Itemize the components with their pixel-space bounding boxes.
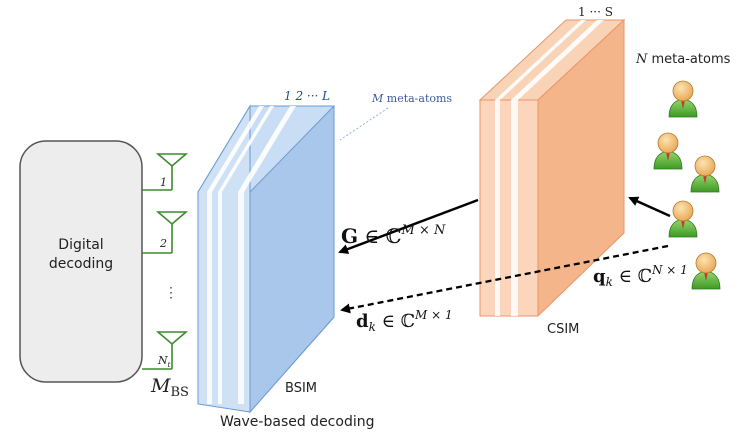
- bsim-caption: Wave-based decoding: [220, 414, 375, 430]
- bsim-layer-slit: [238, 192, 244, 404]
- bsim-right-face: [249, 104, 335, 414]
- bsim-meta-atoms-label: M meta-atoms: [371, 92, 452, 105]
- antenna-dots: ⋮: [164, 285, 178, 301]
- bsim-name-label: BSIM: [285, 381, 317, 396]
- bsim-layer-slit: [207, 106, 264, 192]
- digital-decoding-block: Digital decoding: [19, 140, 143, 383]
- d-channel-arrow: [340, 244, 669, 314]
- antenna-label-1: 1: [160, 176, 167, 189]
- antenna-icon: [142, 153, 189, 191]
- bsim-layer-slit: [238, 106, 296, 192]
- user-icon: [668, 80, 698, 118]
- bsim-layer-index-label: 1 2 ··· L: [284, 89, 330, 103]
- user-icon: [690, 155, 720, 193]
- csim-stack: [478, 18, 626, 318]
- g-channel-label: G ∈ ℂM × N: [341, 223, 446, 248]
- user-icon: [653, 132, 683, 170]
- bsim-layer-slit: [207, 192, 212, 404]
- q-channel-arrow: [628, 196, 671, 218]
- bsim-stack: [197, 104, 335, 414]
- d-channel-label: dk ∈ ℂM × 1: [356, 308, 453, 334]
- csim-name-label: CSIM: [547, 322, 579, 337]
- antenna-icon: [142, 331, 189, 370]
- csim-right-face: [537, 18, 625, 318]
- q-channel-label: qk ∈ ℂN × 1: [593, 263, 688, 289]
- csim-layer-slit: [495, 20, 586, 100]
- bsim-layer-slit: [218, 106, 274, 192]
- user-icon: [691, 252, 721, 290]
- users-group: [653, 80, 721, 290]
- bsim-layer-slit: [218, 192, 222, 404]
- antenna-array: [142, 153, 189, 370]
- csim-front-face: [479, 99, 539, 317]
- antenna-icon: [142, 211, 189, 254]
- antenna-label-2: 2: [159, 237, 167, 250]
- csim-layer-slit: [495, 100, 500, 316]
- csim-meta-atoms-label: N meta-atoms: [635, 52, 731, 67]
- csim-layer-slit: [511, 20, 604, 100]
- antenna-count-label: MBS: [150, 375, 189, 400]
- digital-decoding-label-line1: Digital: [58, 237, 103, 253]
- digital-decoding-box: [19, 140, 143, 383]
- csim-layer-index-label: 1 ··· S: [578, 5, 613, 19]
- g-channel-arrow: [338, 198, 479, 254]
- csim-layer-slit: [511, 100, 518, 316]
- digital-decoding-label-line2: decoding: [49, 256, 113, 272]
- user-icon: [668, 200, 698, 238]
- antenna-label-nt: Nt: [157, 354, 171, 369]
- bsim-meta-atoms-leader: [339, 107, 389, 141]
